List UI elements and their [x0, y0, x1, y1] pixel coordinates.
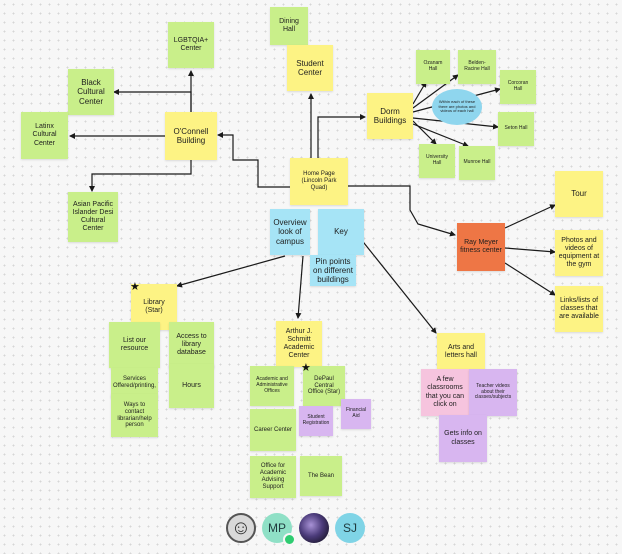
sticky-belden-racine-hall[interactable]: Belden-Racine Hall	[458, 50, 496, 84]
sticky-pin-points[interactable]: Pin points on different buildings	[310, 255, 356, 286]
sticky-depaul-central-office[interactable]: DePaul Central Office (Star)	[303, 366, 345, 406]
sticky-links-classes[interactable]: Links/lists of classes that are availabl…	[555, 286, 603, 332]
guest-avatar[interactable]: ☺	[226, 513, 256, 543]
connector-ray-meyer-to-tour	[504, 204, 556, 229]
smiley-icon: ☺	[230, 517, 252, 539]
connector-dorm-to-ozanam	[412, 81, 427, 105]
sticky-key[interactable]: Key	[318, 209, 364, 255]
connector-ray-meyer-to-photos	[504, 247, 556, 255]
sticky-ray-meyer-fitness[interactable]: Ray Meyer fitness center	[457, 223, 505, 271]
sticky-student-center[interactable]: Student Center	[287, 45, 333, 91]
collaborator-avatar-sj[interactable]: SJ	[335, 513, 365, 543]
sticky-financial-aid[interactable]: Financial Aid	[341, 399, 371, 429]
sticky-latinx-cultural-center[interactable]: Latinx Cultural Center	[21, 112, 68, 159]
sticky-overview[interactable]: Overview look of campus	[270, 209, 310, 255]
sticky-oconnell-building[interactable]: O'Connell Building	[165, 112, 217, 160]
connector-overview-to-schmitt	[295, 255, 304, 319]
collaborator-photo-avatar[interactable]	[299, 513, 329, 543]
connector-ray-meyer-to-links	[504, 262, 556, 296]
sticky-ozanam-hall[interactable]: Ozanam Hall	[416, 50, 450, 84]
sticky-tour[interactable]: Tour	[555, 171, 603, 217]
sticky-seton-hall[interactable]: Seton Hall	[498, 112, 534, 146]
connector-home-to-ray-meyer	[348, 185, 456, 237]
connector-home-to-oconnell	[217, 132, 290, 188]
sticky-dorm-buildings[interactable]: Dorm Buildings	[367, 93, 413, 139]
sticky-lgbtqia-center[interactable]: LGBTQIA+ Center	[168, 22, 214, 68]
sticky-student-registration[interactable]: Student Registration	[299, 406, 333, 436]
sticky-list-resources[interactable]: List our resource	[109, 322, 160, 368]
sticky-library-database[interactable]: Access to library database	[169, 322, 214, 368]
sticky-munroe-hall[interactable]: Munroe Hall	[459, 146, 495, 180]
sticky-gets-info-classes[interactable]: Gets info on classes	[439, 415, 487, 462]
star-icon: ★	[130, 281, 140, 293]
sticky-the-bean[interactable]: The Bean	[300, 456, 342, 496]
sticky-home-page[interactable]: Home Page (Lincoln Park Quad)	[290, 158, 348, 205]
sticky-corcoran-hall[interactable]: Corcoran Hall	[500, 70, 536, 104]
connector-oconnell-to-apida	[89, 160, 192, 192]
sticky-career-center[interactable]: Career Center	[250, 409, 296, 451]
connector-overview-to-arts	[359, 237, 437, 334]
avatar-initials: SJ	[342, 521, 357, 535]
avatar-initials: MP	[268, 521, 286, 535]
star-icon: ★	[301, 362, 311, 374]
sticky-arts-letters-hall[interactable]: Arts and letters hall	[437, 333, 485, 371]
collaborator-avatar-mp[interactable]: MP	[262, 513, 292, 543]
sticky-few-classrooms[interactable]: A few classrooms that you can click on	[421, 369, 469, 416]
sticky-hours[interactable]: Hours	[169, 364, 214, 408]
connector-overview-to-library	[176, 255, 286, 288]
sticky-schmitt-center[interactable]: Arthur J. Schmitt Academic Center	[276, 321, 322, 367]
sticky-academic-admin-offices[interactable]: Academic and Administrative Offices	[250, 366, 294, 406]
sticky-university-hall[interactable]: University Hall	[419, 144, 455, 178]
connector-dorm-to-munroe	[412, 123, 469, 147]
sticky-teacher-videos[interactable]: Teacher videos about their classes/subje…	[469, 369, 517, 416]
sticky-black-cultural-center[interactable]: Black Cultural Center	[68, 69, 114, 115]
sticky-photos-videos-gym[interactable]: Photos and videos of equipment at the gy…	[555, 230, 603, 276]
connector-dorm-to-university	[412, 120, 437, 145]
dorm-media-bubble[interactable]: Within each of these there are photos an…	[432, 89, 482, 125]
sticky-dining-hall[interactable]: Dining Hall	[270, 7, 308, 45]
online-status-icon	[283, 533, 296, 546]
connector-oconnell-to-black	[113, 89, 192, 112]
sticky-services-offered[interactable]: Services Offered/printing,	[111, 368, 158, 398]
sticky-apida-cultural-center[interactable]: Asian Pacific Islander Desi Cultural Cen…	[68, 192, 118, 242]
sticky-ways-to-contact[interactable]: Ways to contact librarian/help person	[111, 394, 158, 437]
connector-home-to-dorms	[317, 114, 366, 158]
sticky-academic-advising[interactable]: Office for Academic Advising Support	[250, 456, 296, 498]
